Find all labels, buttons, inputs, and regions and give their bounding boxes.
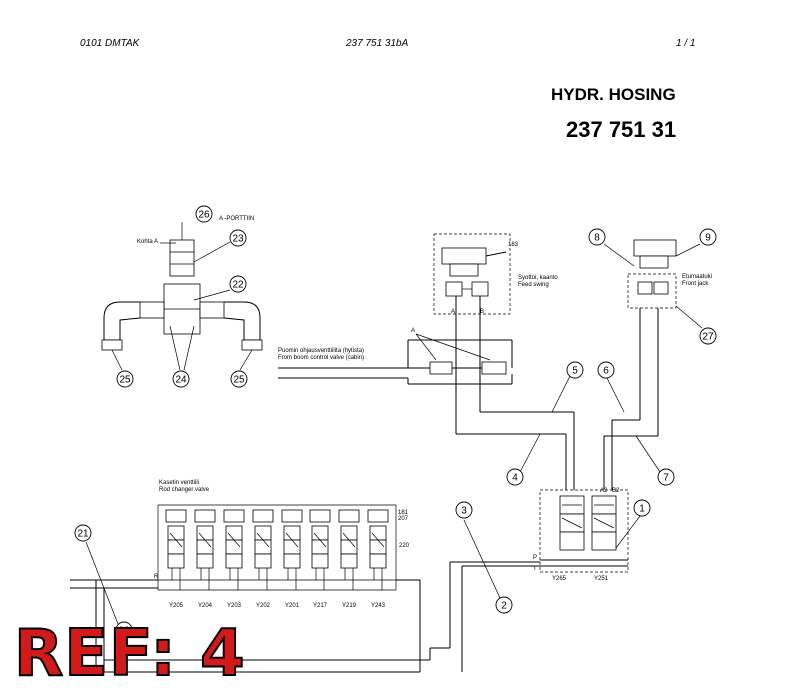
b2-label: B2 [612, 488, 620, 494]
valve-y251-label: Y251 [594, 576, 609, 582]
kohta-a-label: Kohta A [137, 239, 158, 245]
valve-section-label: Y217 [313, 603, 328, 609]
valve-section-y202 [252, 509, 274, 590]
callout-4: 4 [506, 468, 524, 486]
callout-21: 21 [74, 524, 92, 542]
callout-number: 9 [705, 233, 711, 244]
valve-section-label: Y201 [285, 603, 300, 609]
callout-number: 4 [512, 473, 518, 484]
ref-stamp: REF: 4 [13, 617, 246, 691]
callout-8: 8 [588, 228, 606, 246]
callout-number: 23 [232, 234, 244, 245]
callout-1: 1 [633, 499, 651, 517]
callout-number: 20 [118, 626, 130, 637]
feed-swing-valve: 183 Syottoi, kaanto Feed swing A B [433, 233, 558, 340]
callout-22: 22 [229, 275, 247, 293]
callout-number: 21 [77, 529, 89, 540]
header-doc-code: 0101 DMTAK [80, 38, 140, 49]
front-jack-fi-label: Etumaatuki [682, 274, 712, 280]
callout-number: 27 [702, 332, 714, 343]
valve-section-y201 [281, 509, 303, 590]
callout-number: 6 [603, 366, 609, 377]
port-a-label: A [451, 309, 455, 315]
front-jack-en-label: Front jack [682, 281, 709, 287]
fitting-nut-top [169, 239, 195, 277]
callout-25: 25 [230, 370, 248, 388]
callout-number: 7 [663, 473, 669, 484]
valve-183-label: 183 [508, 242, 519, 248]
a-porttiin-label: A -PORTTIIN [219, 216, 254, 222]
valve-y265-label: Y265 [552, 576, 567, 582]
callout-number: 3 [461, 506, 467, 517]
rod-changer-valve-bank: Kasetin venttiili Rod changer valve 181 … [154, 480, 410, 609]
check-valve-right [481, 361, 507, 375]
callout-a-label: A [411, 328, 415, 334]
header-page-number: 1 / 1 [676, 38, 696, 49]
t-label: T [533, 566, 537, 572]
callout-25: 25 [116, 370, 134, 388]
valve-section-label: Y243 [371, 603, 386, 609]
header-drawing-number: 237 751 31bA [346, 38, 409, 49]
callout-27: 27 [699, 327, 717, 345]
from-boom-en-label: From boom control valve (cabin) [278, 355, 364, 361]
rod-changer-en-label: Rod changer valve [159, 487, 210, 493]
ref-207-label: 207 [398, 516, 409, 522]
callout-number: 22 [232, 280, 244, 291]
front-jack-valve: Etumaatuki Front jack [603, 239, 712, 436]
callout-number: 5 [572, 366, 578, 377]
callout-23: 23 [229, 229, 247, 247]
valve-section-y204 [194, 509, 216, 590]
ref-220-label: 220 [399, 543, 410, 549]
callout-number: 2 [501, 601, 507, 612]
callout-number: 8 [594, 233, 600, 244]
p-label: P [533, 555, 537, 561]
callout-24: 24 [172, 370, 190, 388]
valve-section-y243 [367, 509, 389, 590]
callout-6: 6 [597, 361, 615, 379]
boom-check-valves: A Puomin ohjausventtiilita (hytista) Fro… [278, 328, 513, 385]
callout-5: 5 [566, 361, 584, 379]
from-boom-fi-label: Puomin ohjausventtiilita (hytista) [278, 348, 364, 354]
valve-section-y219 [338, 509, 360, 590]
callout-number: 1 [639, 504, 645, 515]
valve-section-label: Y203 [227, 603, 242, 609]
drawing-title: HYDR. HOSING [551, 85, 676, 104]
callout-2: 2 [495, 596, 513, 614]
part-number: 237 751 31 [566, 117, 677, 142]
valve-section-label: Y205 [169, 603, 184, 609]
valve-section-label: Y204 [198, 603, 213, 609]
port-b-label: B [480, 309, 484, 315]
check-valve-left [429, 361, 453, 375]
callout-9: 9 [699, 228, 717, 246]
callout-number: 24 [175, 375, 187, 386]
valve-section-y205 [165, 509, 187, 590]
r-label: R [154, 574, 159, 580]
hose-routing [455, 340, 661, 490]
rod-changer-fi-label: Kasetin venttiili [159, 480, 199, 486]
callout-7: 7 [657, 468, 675, 486]
valve-section-y217 [309, 509, 331, 590]
callout-26: 26 [195, 205, 213, 223]
ref-181-label: 181 [398, 510, 409, 516]
valve-section-label: Y219 [342, 603, 357, 609]
callout-number: 25 [233, 375, 245, 386]
fitting-detail: Kohta A A -PORTTIIN [101, 216, 263, 371]
valve-section-label: Y202 [256, 603, 271, 609]
callout-number: 26 [198, 210, 210, 221]
feed-swing-fi-label: Syottoi, kaanto [518, 275, 558, 281]
callout-3: 3 [455, 501, 473, 519]
valve-section-y203 [223, 509, 245, 590]
directional-valves: Y265 Y251 A2 B2 P T [533, 488, 641, 582]
callout-20: 20 [115, 621, 133, 639]
feed-swing-cylinder [441, 247, 487, 265]
pressure-return-lines [70, 519, 540, 673]
front-jack-cylinder [633, 239, 677, 257]
callout-number: 25 [119, 375, 131, 386]
feed-swing-en-label: Feed swing [518, 282, 549, 288]
a2-label: A2 [600, 488, 608, 494]
